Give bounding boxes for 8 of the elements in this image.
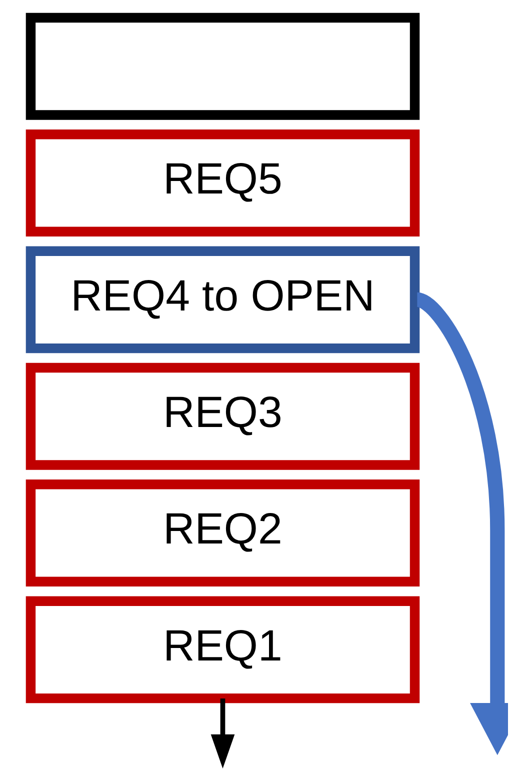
node-box: REQ2 bbox=[26, 480, 420, 586]
node-box: REQ5 bbox=[26, 130, 420, 236]
node-box bbox=[26, 12, 420, 120]
arrow bbox=[415, 292, 508, 756]
node-box: REQ1 bbox=[26, 596, 420, 704]
arrow bbox=[210, 698, 235, 768]
node-box: REQ4 to OPEN bbox=[26, 246, 420, 354]
node-box: REQ3 bbox=[26, 362, 420, 470]
